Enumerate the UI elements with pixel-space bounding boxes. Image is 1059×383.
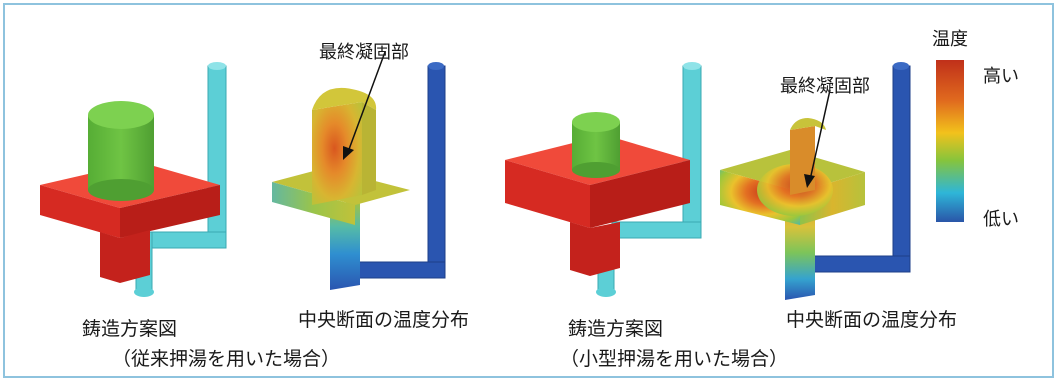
temperature-section-small-riser <box>720 62 911 300</box>
sprue-top <box>208 62 226 70</box>
runner-foot <box>596 287 616 297</box>
riser-top <box>790 118 826 130</box>
stem <box>100 230 150 283</box>
arrow-head <box>804 174 815 188</box>
riser-side <box>362 102 376 195</box>
caption-condition-right: （小型押湯を用いた場合） <box>560 348 789 370</box>
riser-section <box>312 102 362 205</box>
stem <box>570 222 620 276</box>
caption-section-left: 中央断面の温度分布 <box>298 309 470 331</box>
sprue-top <box>683 62 701 70</box>
caption-condition-left: （従来押湯を用いた場合） <box>112 348 341 370</box>
casting-plan-small-riser <box>505 62 702 297</box>
annotation-arrow-small-riser <box>809 89 831 181</box>
sprue <box>892 65 911 262</box>
riser-base <box>88 179 154 201</box>
runner-horizontal <box>354 261 446 279</box>
casting-plan-conventional <box>40 62 227 297</box>
caption-plan-right: 鋳造方案図 <box>568 318 664 340</box>
annotation-final-solidification-right: 最終凝固部 <box>780 76 870 97</box>
legend-low: 低い <box>983 209 1019 230</box>
riser-top <box>572 112 620 132</box>
runner-foot <box>134 287 154 297</box>
sprue-top <box>893 62 909 70</box>
riser-top <box>88 101 154 129</box>
plate-right <box>590 160 690 228</box>
annotation-arrow-conventional <box>347 51 386 153</box>
arrow-head <box>343 146 354 160</box>
annotation-final-solidification-left: 最終凝固部 <box>319 42 409 63</box>
riser-base <box>572 162 620 178</box>
caption-plan-left: 鋳造方案図 <box>82 318 178 340</box>
sprue <box>427 65 446 267</box>
caption-section-right: 中央断面の温度分布 <box>786 309 958 331</box>
plate-left <box>505 160 590 228</box>
sprue-top <box>428 62 444 70</box>
temperature-section-conventional <box>272 62 446 290</box>
temperature-legend-bar <box>936 60 964 222</box>
plate-right <box>120 185 220 238</box>
legend-title: 温度 <box>932 29 968 50</box>
runner-horizontal <box>611 221 702 239</box>
plate-right <box>800 172 865 225</box>
runner-horizontal <box>149 231 227 249</box>
runner-horizontal <box>811 255 911 273</box>
plate-left <box>40 185 120 238</box>
riser-top <box>312 87 377 110</box>
riser-section <box>790 126 815 195</box>
legend-high: 高い <box>983 66 1019 87</box>
